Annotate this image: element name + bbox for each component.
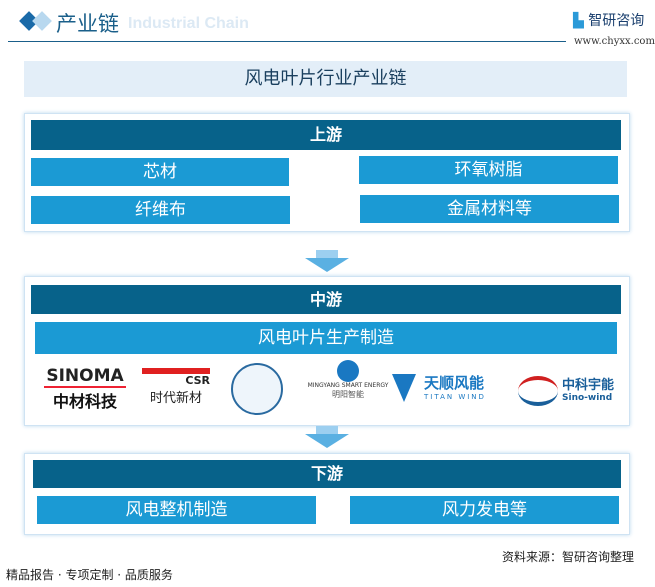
downstream-header: 下游 <box>33 460 621 488</box>
midstream-item: 风电叶片生产制造 <box>35 322 617 354</box>
source-note: 资料来源：智研咨询整理 <box>502 550 635 564</box>
logo-titan: 天顺风能 TITAN WIND <box>424 374 486 401</box>
upstream-item: 芯材 <box>31 158 289 186</box>
arrow-down-icon <box>316 250 338 258</box>
brand-icon: ▙ <box>573 13 584 29</box>
footer-slogan: 精品报告 · 专项定制 · 品质服务 <box>6 568 173 582</box>
diamond-icon <box>32 11 52 31</box>
header-title: 产业链 <box>56 12 119 36</box>
downstream-item: 风电整机制造 <box>37 496 316 524</box>
mingyang-globe-icon <box>337 360 359 382</box>
logo-mingyang: MINGYANG SMART ENERGY 明阳智能 <box>300 360 396 400</box>
logo-csr: CSR 时代新材 <box>142 368 210 406</box>
logo-sinowind: 中科宇能 Sino-wind <box>562 378 615 403</box>
chart-title: 风电叶片行业产业链 <box>24 61 627 97</box>
logo-sinoma: SINOMA 中材科技 <box>44 366 126 412</box>
brand-logo: ▙ 智研咨询 <box>573 10 644 30</box>
arrow-down-icon <box>305 434 349 448</box>
logo-round-badge <box>231 363 283 415</box>
upstream-header: 上游 <box>31 120 621 150</box>
titan-icon <box>392 374 416 402</box>
arrow-down-icon <box>305 258 349 272</box>
midstream-header: 中游 <box>31 285 621 314</box>
header-divider <box>8 41 566 42</box>
sinowind-swirl-icon <box>518 376 558 406</box>
upstream-item: 纤维布 <box>31 196 290 224</box>
downstream-item: 风力发电等 <box>350 496 619 524</box>
upstream-item: 金属材料等 <box>360 195 619 223</box>
header-subtitle: Industrial Chain <box>128 15 249 32</box>
brand-name: 智研咨询 <box>588 13 645 29</box>
brand-url: www.chyxx.com <box>574 36 655 47</box>
arrow-down-icon <box>316 426 338 434</box>
upstream-item: 环氧树脂 <box>359 156 618 184</box>
